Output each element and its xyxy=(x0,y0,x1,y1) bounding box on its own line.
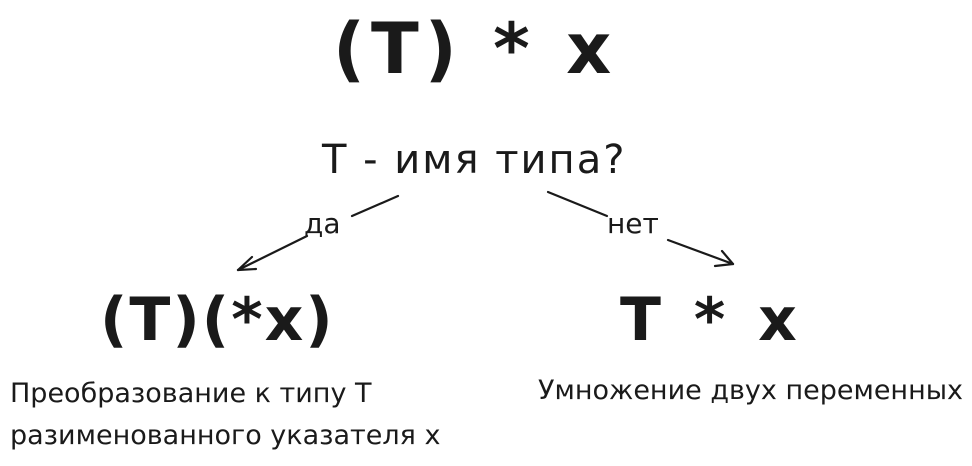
arrow-yes-head xyxy=(236,255,258,272)
arrow-no-lower xyxy=(666,238,735,266)
yes-caption-line1: Преобразование к типу T xyxy=(10,378,372,409)
arrow-no-upper xyxy=(546,190,609,218)
arrow-yes-lower xyxy=(236,234,309,272)
no-caption: Умножение двух переменных xyxy=(538,375,964,406)
root-expression: (T) * x xyxy=(333,8,618,90)
decision-question: T - имя типа? xyxy=(322,137,627,183)
yes-expression: (T)(*x) xyxy=(100,285,335,355)
yes-caption-line2: разименованного указателя x xyxy=(10,420,441,451)
edge-label-no: нет xyxy=(607,207,659,240)
edge-label-yes: да xyxy=(304,207,341,240)
arrow-yes-upper xyxy=(350,194,400,218)
arrow-no-head xyxy=(713,249,735,268)
no-expression: T * x xyxy=(620,285,803,355)
